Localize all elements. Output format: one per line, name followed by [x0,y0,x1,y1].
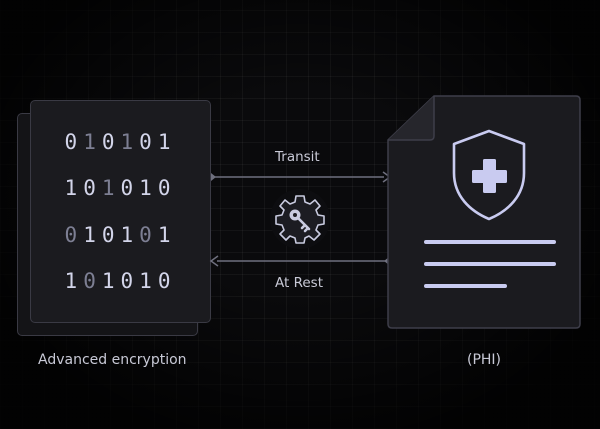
binary-digit: 1 [83,130,102,155]
binary-row: 101010 [31,176,210,200]
binary-row: 101010 [31,269,210,293]
binary-digit: 1 [139,268,158,293]
transit-label: Transit [275,149,320,165]
binary-digit: 1 [139,176,158,201]
at-rest-arrow [209,255,389,267]
binary-digit: 1 [157,222,177,247]
binary-digit: 0 [83,176,102,201]
binary-digit: 0 [157,176,177,201]
binary-digit: 0 [101,222,121,247]
binary-digit: 1 [101,268,121,293]
binary-digit: 0 [64,222,84,247]
encryption-caption: Advanced encryption [38,352,187,368]
binary-digit: 0 [83,268,102,293]
binary-digit: 0 [101,130,121,155]
binary-digit: 1 [64,268,84,293]
binary-digit: 0 [64,130,84,155]
phi-document [387,95,581,329]
binary-digit: 0 [157,268,177,293]
gear-key-icon [270,189,330,249]
encrypted-data-card: 010101 101010 010101 101010 [30,100,211,323]
binary-digit: 1 [101,176,121,201]
binary-digit: 0 [139,222,158,247]
medical-shield-icon [452,129,526,221]
at-rest-label: At Rest [275,275,323,291]
binary-digit: 0 [139,130,158,155]
binary-digit: 1 [83,222,102,247]
binary-digit: 0 [120,176,140,201]
binary-digit: 1 [120,130,140,155]
document-text-lines [424,240,556,288]
binary-digit: 0 [120,268,140,293]
binary-digit: 1 [157,130,177,155]
binary-digit: 1 [120,222,140,247]
binary-row: 010101 [31,223,210,247]
binary-row: 010101 [31,130,210,154]
transit-arrow [211,171,392,183]
binary-digit: 1 [64,176,84,201]
phi-caption: (PHI) [467,352,502,368]
